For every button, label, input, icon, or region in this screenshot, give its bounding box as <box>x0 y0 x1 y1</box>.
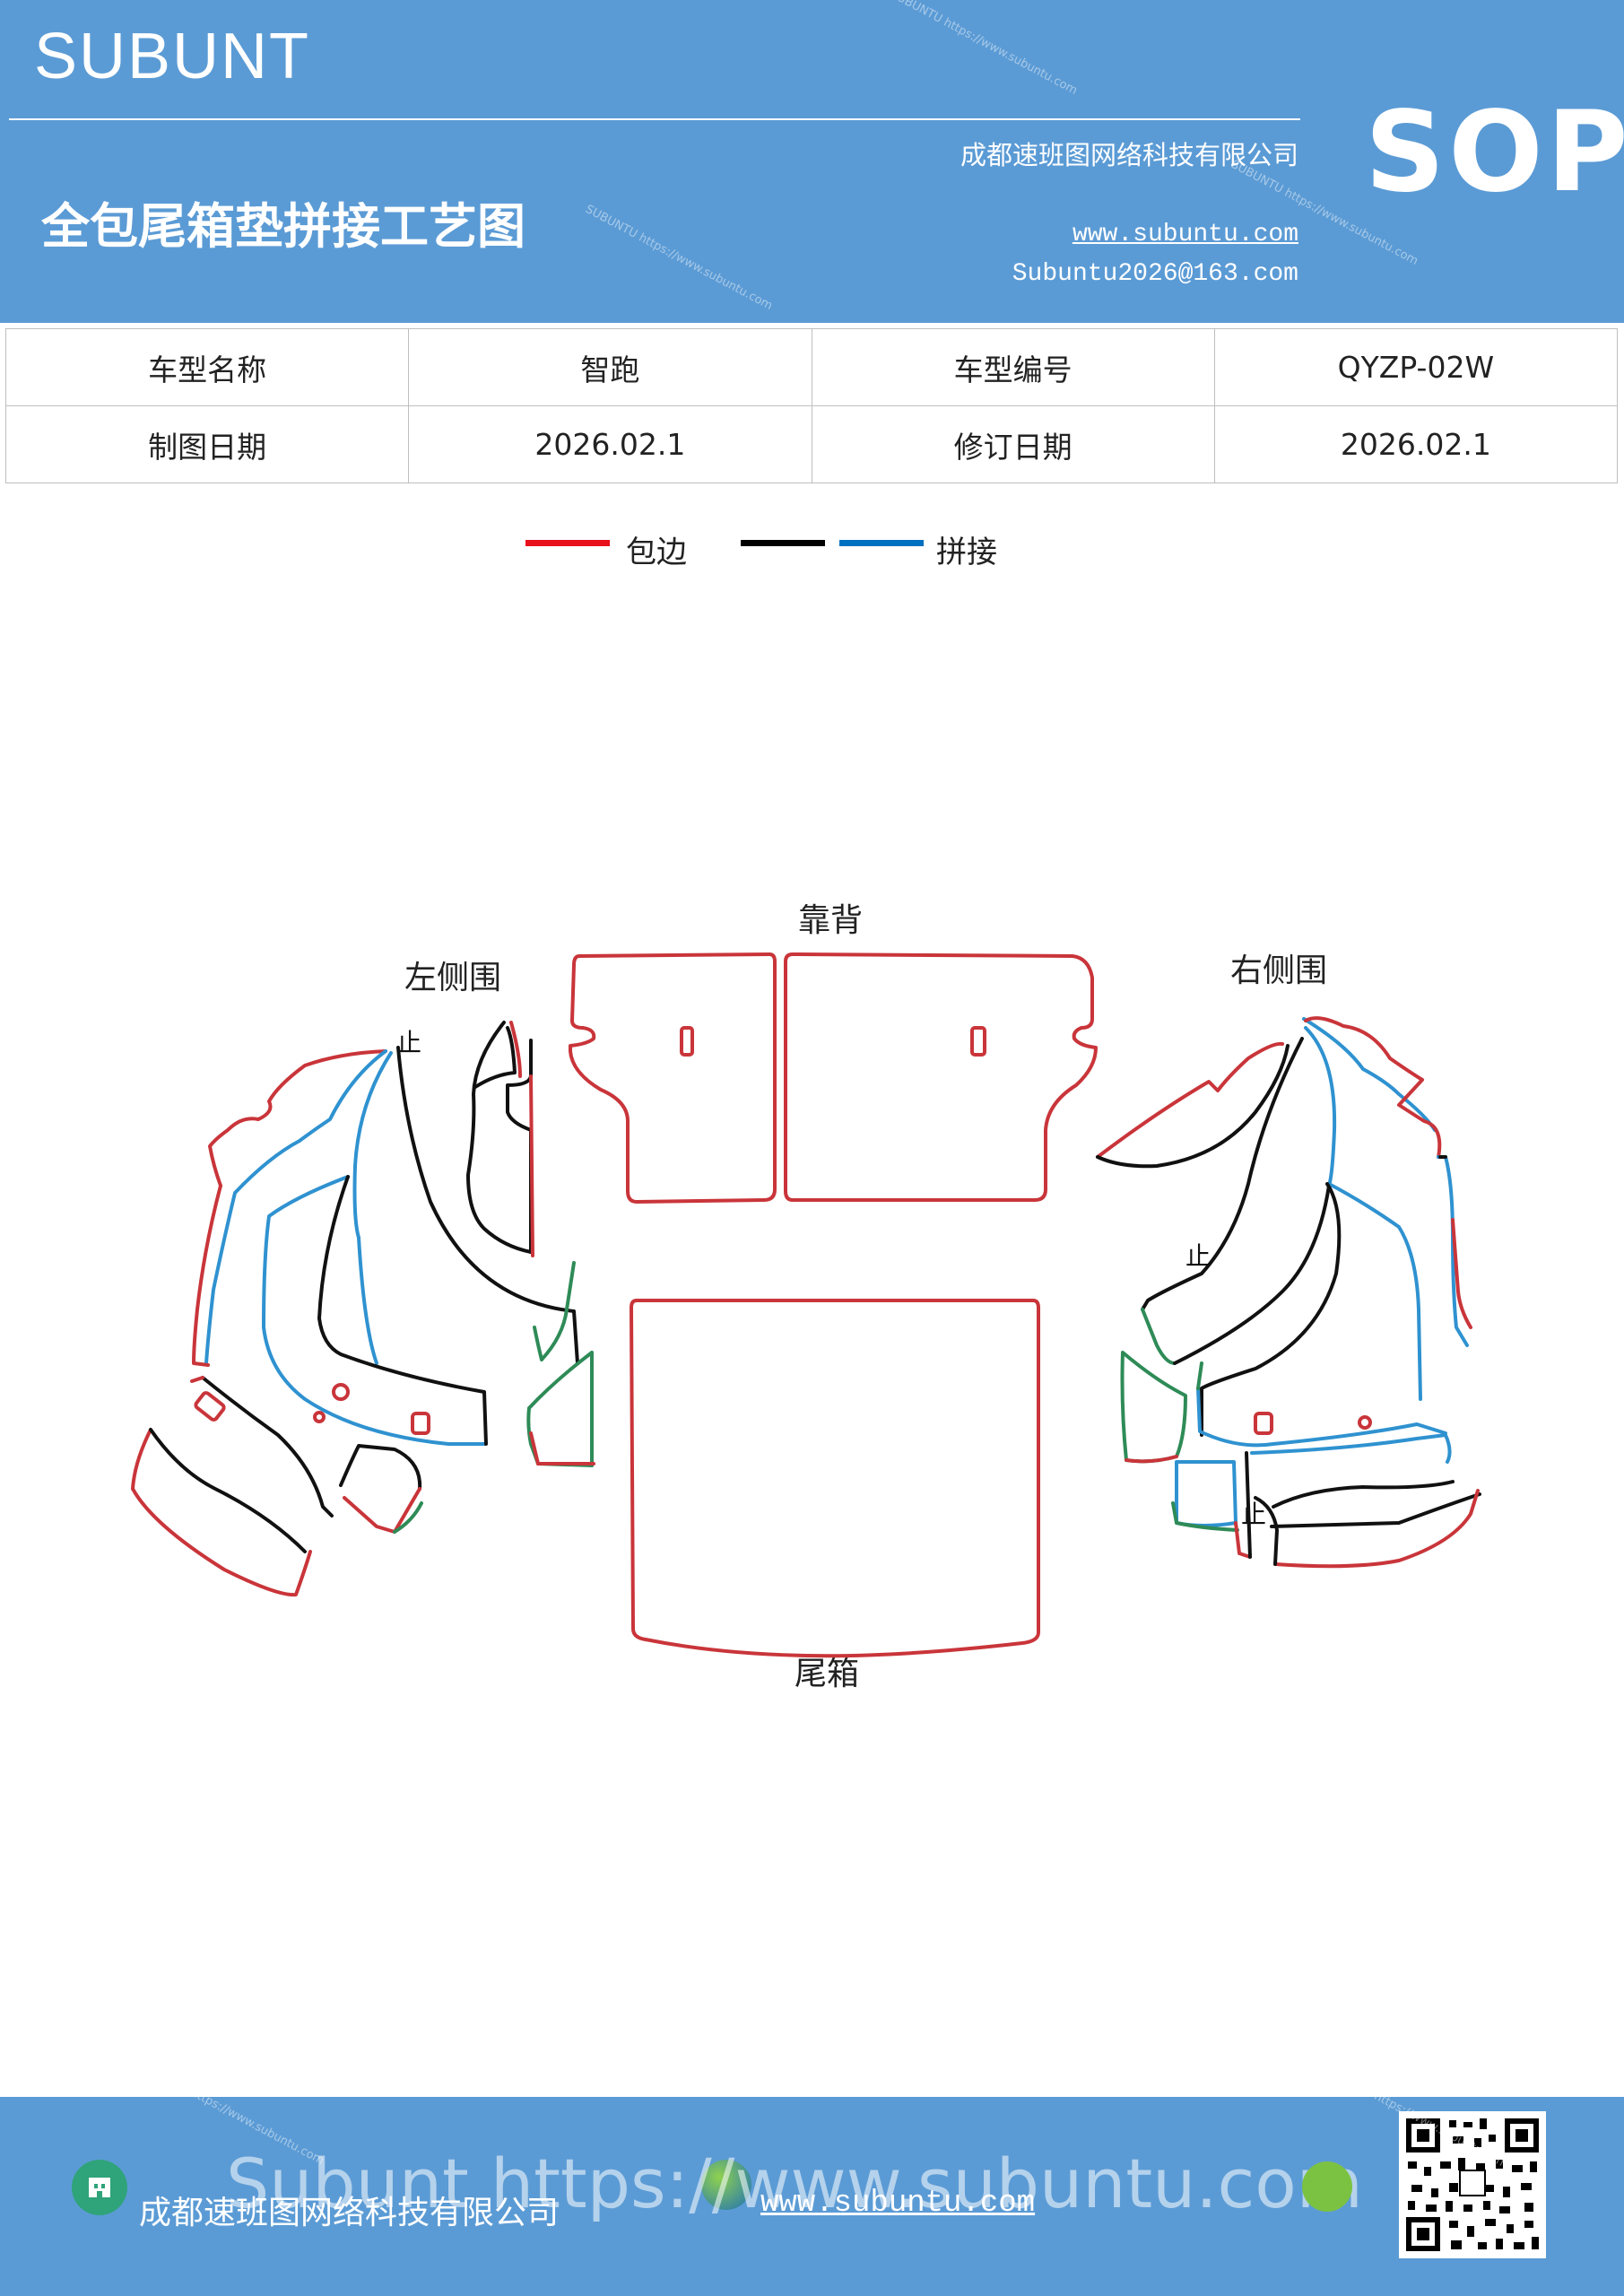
label-right-side: 右侧围 <box>1230 952 1327 989</box>
label-trunk: 尾箱 <box>795 1656 859 1692</box>
model-name-label: 车型名称 <box>4 328 410 406</box>
table-row: 车型名称 智跑 车型编号 QYZP-02W <box>4 328 1619 406</box>
sop-badge: SOP <box>1365 88 1624 217</box>
legend: 包边 拼接 <box>0 529 1624 574</box>
legend-splice-label: 拼接 <box>936 535 997 570</box>
header-banner: SUBUNT 全包尾箱垫拼接工艺图 成都速班图网络科技有限公司 www.subu… <box>0 0 1624 323</box>
website-link[interactable]: www.subuntu.com <box>1072 221 1298 248</box>
model-name-value: 智跑 <box>408 328 812 406</box>
wechat-icon <box>1302 2161 1352 2212</box>
left-side-panel: 止 <box>131 1021 595 1597</box>
company-name: 成都速班图网络科技有限公司 <box>960 140 1298 170</box>
building-icon <box>72 2160 127 2215</box>
draw-date-value: 2026.02.1 <box>408 405 812 483</box>
footer-overlay-watermark: Subunt https://www.subuntu.com <box>226 2144 1363 2223</box>
email-address: Subuntu2026@163.com <box>1012 260 1298 288</box>
label-backrest: 靠背 <box>798 902 863 939</box>
stop-mark: 止 <box>1185 1241 1211 1271</box>
trunk-floor-piece <box>630 1299 1040 1658</box>
draw-date-label: 制图日期 <box>4 405 410 483</box>
splice-diagram: 靠背 左侧围 右侧围 尾箱 <box>131 902 1481 1692</box>
globe-icon <box>701 2160 751 2210</box>
watermark-text: SUBUNTU https://www.subuntu.com <box>583 202 775 314</box>
vehicle-info-table: 车型名称 智跑 车型编号 QYZP-02W 制图日期 2026.02.1 修订日… <box>4 328 1619 483</box>
stop-mark: 止 <box>1241 1500 1266 1529</box>
footer-banner: 成都速班图网络科技有限公司 www.subuntu.com Subunt htt… <box>0 2057 1624 2296</box>
legend-splice-blue-line <box>839 540 924 546</box>
table-row: 制图日期 2026.02.1 修订日期 2026.02.1 <box>4 405 1619 483</box>
model-code-label: 车型编号 <box>811 328 1215 406</box>
footer-website-link[interactable]: www.subuntu.com <box>760 2187 1036 2221</box>
qr-code <box>1399 2111 1546 2258</box>
model-code-value: QYZP-02W <box>1213 328 1619 406</box>
document-title: 全包尾箱垫拼接工艺图 <box>41 198 525 255</box>
right-side-panel: 止 止 <box>1096 1016 1481 1569</box>
legend-edge-label: 包边 <box>626 535 687 570</box>
footer-company-name: 成都速班图网络科技有限公司 <box>139 2195 560 2231</box>
header-divider <box>9 118 1300 120</box>
revise-date-value: 2026.02.1 <box>1213 405 1619 483</box>
backrest-left-piece <box>569 952 777 1204</box>
label-left-side: 左侧围 <box>404 960 501 996</box>
revise-date-label: 修订日期 <box>811 405 1215 483</box>
backrest-right-piece <box>784 952 1098 1202</box>
stop-mark: 止 <box>396 1028 421 1057</box>
legend-edge-line <box>525 540 610 546</box>
legend-splice-black-line <box>741 540 825 546</box>
watermark-text: SUBUNTU https://www.subuntu.com <box>888 0 1080 99</box>
brand-name: SUBUNT <box>34 21 311 92</box>
